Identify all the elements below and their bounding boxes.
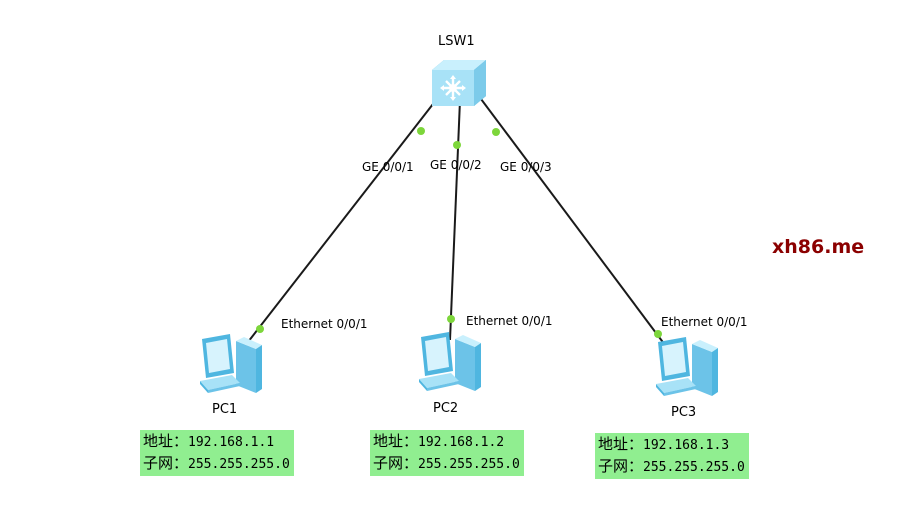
port-dot-ge-0-0-3 [492,128,500,136]
separator: ： [173,454,189,472]
subnet-mask-value: 255.255.255.0 [643,460,745,475]
switch-icon[interactable] [430,58,488,113]
link-lsw1-pc1 [247,94,441,343]
ip-address-value: 192.168.1.2 [418,435,505,450]
separator: ： [628,435,644,453]
subnet-mask-key: 子网 [373,454,404,472]
port-label-ge-0-0-2: GE 0/0/2 [430,158,482,172]
port-dot-pc1-ethernet [256,325,264,333]
port-label-pc1-ethernet: Ethernet 0/0/1 [281,317,368,331]
ip-address-key: 地址 [143,432,174,450]
port-dot-ge-0-0-2 [453,141,461,149]
ip-address-row: 地址：192.168.1.1 [143,431,290,453]
pc1-label: PC1 [212,402,238,417]
ip-box-pc3: 地址：192.168.1.3 子网：255.255.255.0 [595,433,749,479]
ip-box-pc1: 地址：192.168.1.1 子网：255.255.255.0 [140,430,294,476]
watermark-text: xh86.me [772,236,865,258]
port-dot-ge-0-0-1 [417,127,425,135]
port-label-ge-0-0-3: GE 0/0/3 [500,160,552,174]
pc1-icon[interactable] [196,333,266,404]
ip-box-pc2: 地址：192.168.1.2 子网：255.255.255.0 [370,430,524,476]
subnet-mask-row: 子网：255.255.255.0 [373,453,520,475]
port-label-pc2-ethernet: Ethernet 0/0/1 [466,314,553,328]
ip-address-row: 地址：192.168.1.2 [373,431,520,453]
port-label-pc3-ethernet: Ethernet 0/0/1 [661,315,748,329]
switch-label: LSW1 [438,34,475,49]
subnet-mask-row: 子网：255.255.255.0 [143,453,290,475]
pc2-label: PC2 [433,401,459,416]
subnet-mask-value: 255.255.255.0 [188,457,290,472]
ip-address-value: 192.168.1.1 [188,435,275,450]
ip-address-key: 地址 [373,432,404,450]
ip-address-value: 192.168.1.3 [643,438,730,453]
pc3-label: PC3 [671,405,697,420]
subnet-mask-value: 255.255.255.0 [418,457,520,472]
subnet-mask-key: 子网 [598,457,629,475]
link-lsw1-pc3 [477,94,666,346]
separator: ： [173,432,189,450]
ip-address-row: 地址：192.168.1.3 [598,434,745,456]
link-lsw1-pc2 [449,99,461,341]
pc2-icon[interactable] [415,331,485,402]
separator: ： [628,457,644,475]
subnet-mask-row: 子网：255.255.255.0 [598,456,745,478]
subnet-mask-key: 子网 [143,454,174,472]
separator: ： [403,454,419,472]
port-label-ge-0-0-1: GE 0/0/1 [362,160,414,174]
pc3-icon[interactable] [652,336,722,407]
separator: ： [403,432,419,450]
port-dot-pc2-ethernet [447,315,455,323]
port-dot-pc3-ethernet [654,330,662,338]
ip-address-key: 地址 [598,435,629,453]
